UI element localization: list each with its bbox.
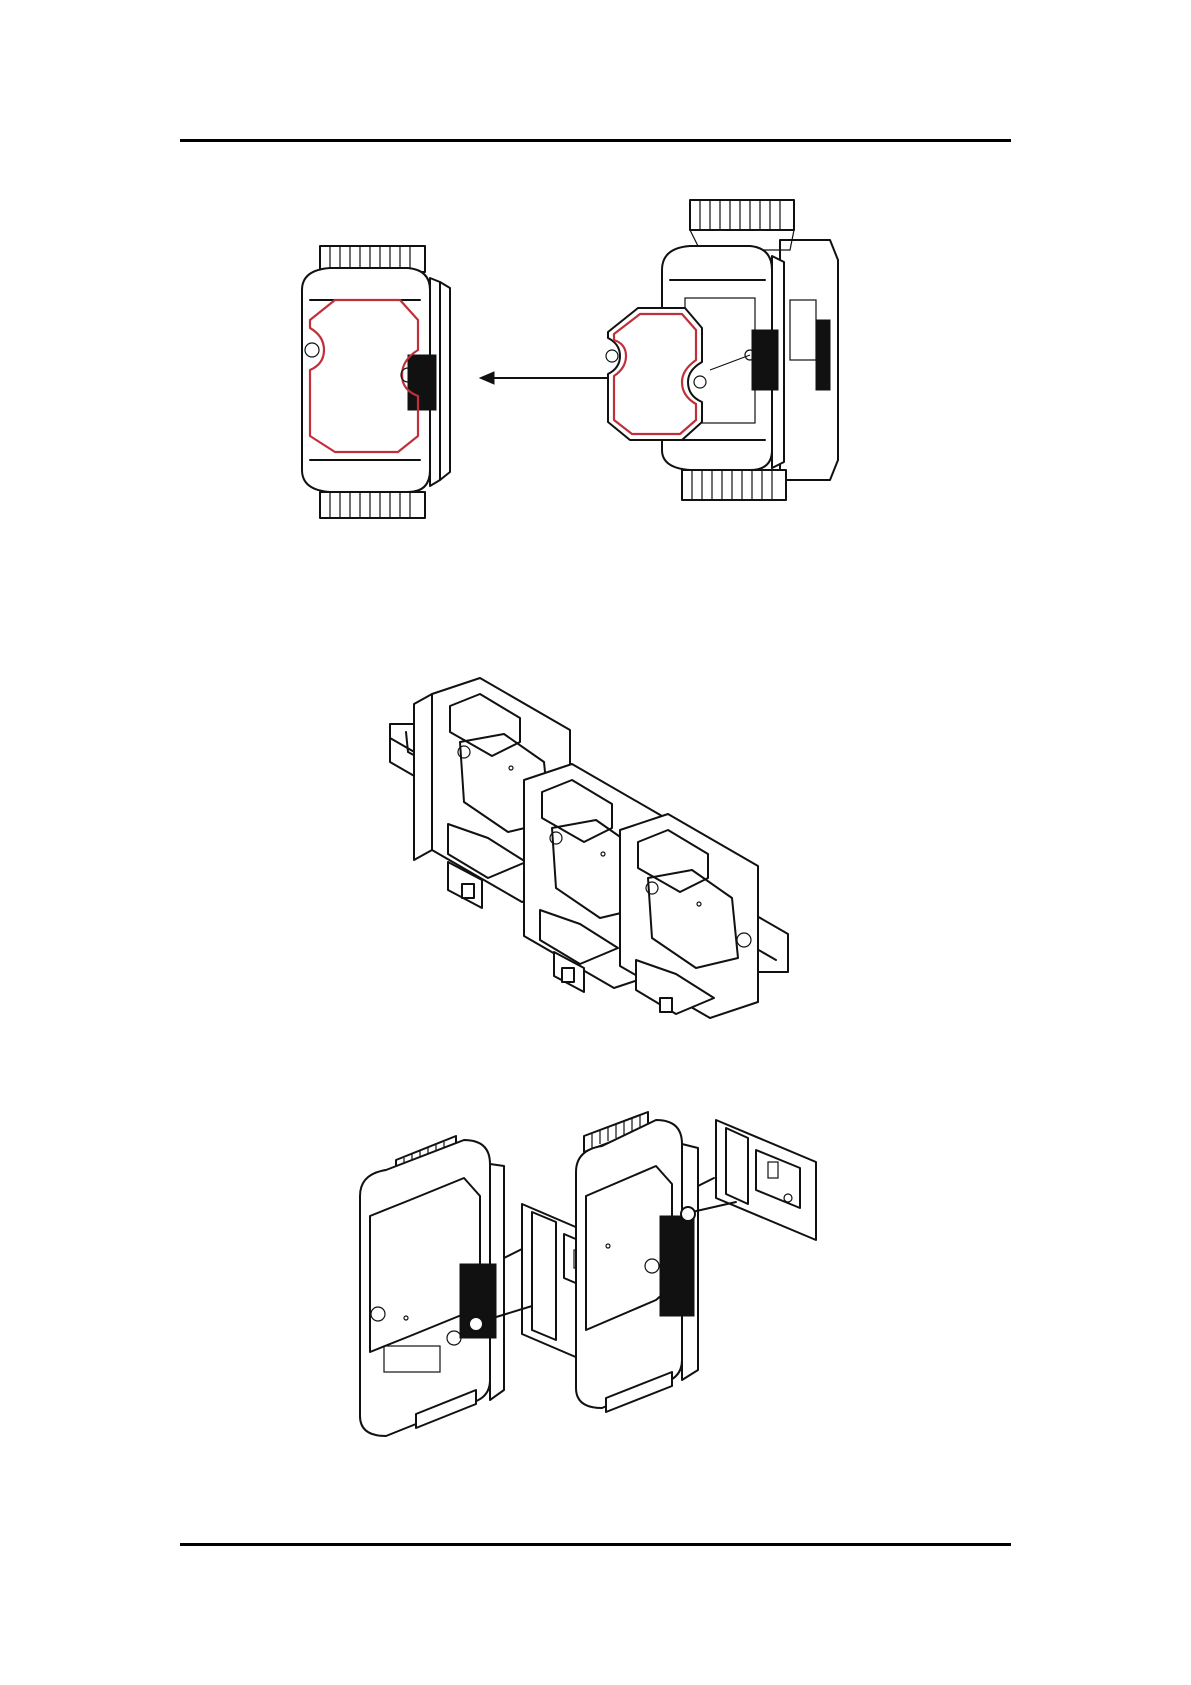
panel-bracket-2: [681, 1120, 816, 1240]
header-rule: [180, 139, 1011, 142]
module-closed: [302, 246, 450, 518]
figure-cover-removal: [290, 200, 900, 520]
figure-panel-mount: [356, 1100, 836, 1446]
panel-module-right: [576, 1112, 714, 1412]
footer-rule: [180, 1543, 1011, 1546]
panel-module-left: [360, 1136, 524, 1436]
din-module-3: [620, 814, 758, 1018]
figure-din-rail: [384, 672, 804, 1022]
module-open: [606, 200, 838, 500]
